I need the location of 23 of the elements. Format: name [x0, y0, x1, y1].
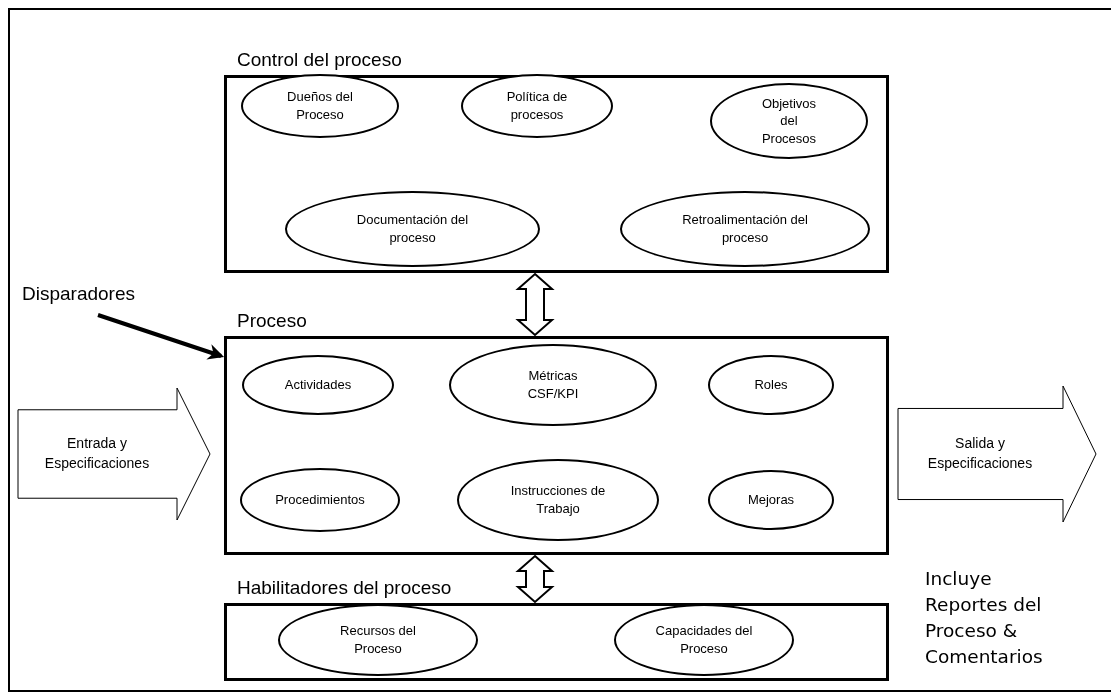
trigger-label: Disparadores: [22, 283, 172, 309]
process-ellipse: Recursos del Proceso: [278, 604, 478, 676]
process-ellipse: Documentación del proceso: [285, 191, 540, 267]
process-ellipse: Roles: [708, 355, 834, 415]
arrow-label: Entrada y Especificaciones: [43, 434, 151, 473]
double-block-arrow: [515, 554, 555, 604]
group-heading: Control del proceso: [237, 49, 402, 71]
arrow-label: Salida y Especificaciones: [926, 434, 1034, 473]
process-ellipse: Métricas CSF/KPI: [449, 344, 657, 426]
process-ellipse: Dueños del Proceso: [241, 74, 399, 138]
arrow: [97, 313, 225, 360]
double-block-arrow: [515, 272, 555, 337]
process-ellipse: Actividades: [242, 355, 394, 415]
process-ellipse: Retroalimentación del proceso: [620, 191, 870, 267]
process-ellipse: Objetivos del Procesos: [710, 83, 868, 159]
process-ellipse: Mejoras: [708, 470, 834, 530]
process-ellipse: Capacidades del Proceso: [614, 604, 794, 676]
group-heading: Habilitadores del proceso: [237, 577, 452, 599]
process-ellipse: Política de procesos: [461, 74, 613, 138]
note-text: Incluye Reportes del Proceso & Comentarios: [925, 567, 1044, 669]
group-heading: Proceso: [237, 310, 307, 332]
process-ellipse: Instrucciones de Trabajo: [457, 459, 659, 541]
process-ellipse: Procedimientos: [240, 468, 400, 532]
